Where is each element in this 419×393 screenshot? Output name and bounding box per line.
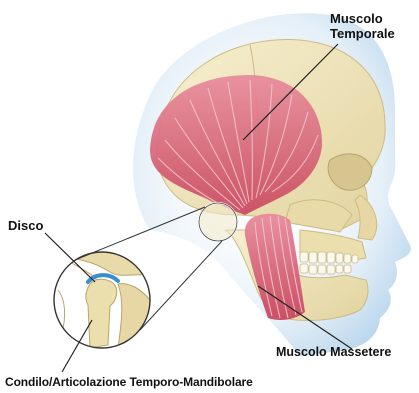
muscolo-temporale-label-line2: Temporale	[330, 26, 395, 41]
muscolo-massetere-label: Muscolo Massetere	[276, 345, 391, 360]
disco-label: Disco	[8, 218, 43, 233]
muscolo-temporale-label: Muscolo Temporale	[330, 11, 395, 41]
muscolo-temporale-label-line1: Muscolo	[330, 11, 395, 26]
condilo-label: Condilo/Articolazione Temporo-Mandibolar…	[5, 375, 253, 390]
